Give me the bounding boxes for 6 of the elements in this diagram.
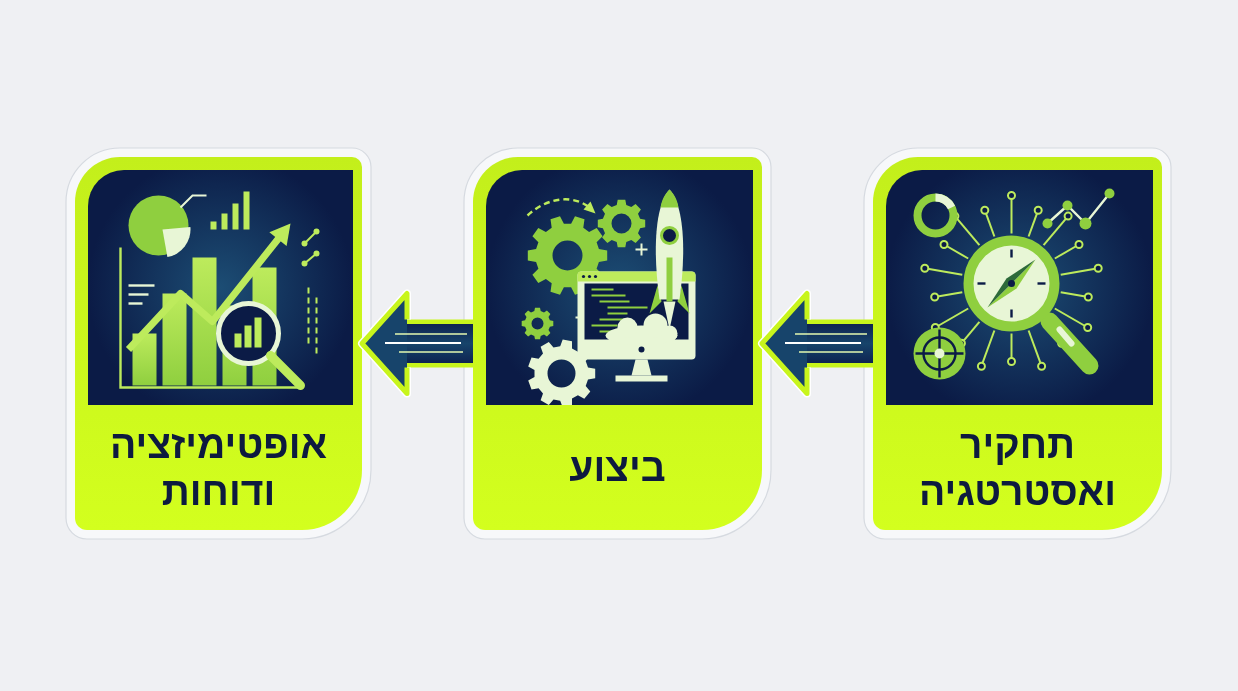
step-title: ביצוע — [568, 445, 667, 491]
step-card — [75, 157, 362, 530]
step-card — [873, 157, 1162, 530]
step-title: אופטימיזציה ודוחות — [109, 421, 328, 515]
step-card — [473, 157, 762, 530]
step-title: תחקיר ואסטרטגיה — [918, 421, 1117, 515]
